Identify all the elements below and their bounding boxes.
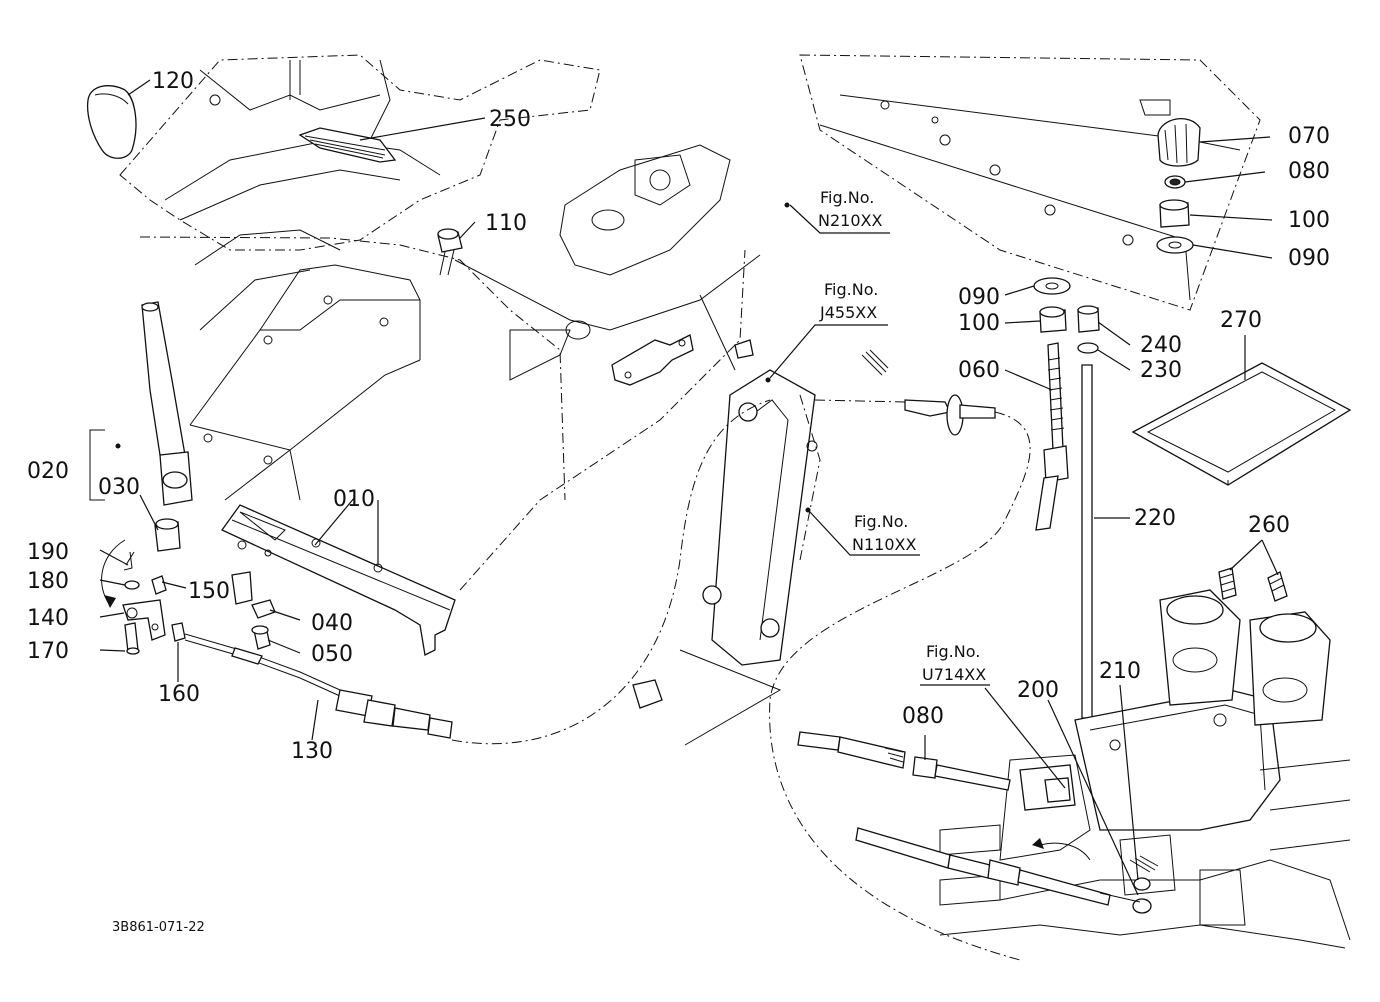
label-170: 170	[27, 639, 69, 664]
spring-260	[1218, 567, 1288, 602]
shift-knob	[86, 85, 137, 159]
svg-text:Fig.No.: Fig.No.	[820, 188, 874, 207]
yoke-140	[122, 599, 166, 641]
center-oval-plate	[559, 144, 731, 276]
bracket-010	[221, 504, 456, 656]
nut-100-right	[1159, 199, 1190, 228]
washer-230	[1077, 342, 1099, 354]
label-070: 070	[1288, 124, 1330, 149]
label-150: 150	[188, 579, 230, 604]
knob-070	[1157, 118, 1201, 167]
clip-150	[151, 575, 167, 595]
label-130: 130	[291, 739, 333, 764]
label-100-right: 100	[1288, 208, 1330, 233]
label-010: 010	[333, 487, 375, 512]
svg-text:U714XX: U714XX	[922, 665, 986, 684]
cable-clamp	[611, 334, 694, 386]
label-120: 120	[152, 69, 194, 94]
svg-text:N110XX: N110XX	[852, 535, 916, 554]
bolt-050	[251, 625, 271, 650]
label-090-right: 090	[1288, 246, 1330, 271]
fig-ref-n110xx: Fig.No. N110XX	[852, 512, 916, 554]
clip-190	[123, 551, 135, 571]
drawing-code: 3B861-071-22	[112, 920, 205, 935]
svg-text:Fig.No.: Fig.No.	[926, 642, 980, 661]
label-050: 050	[311, 642, 353, 667]
pin-170	[124, 622, 140, 655]
svg-text:N210XX: N210XX	[818, 211, 882, 230]
label-230: 230	[1140, 358, 1182, 383]
washer-090-left	[1033, 277, 1071, 295]
label-180: 180	[27, 569, 69, 594]
label-110: 110	[485, 211, 527, 236]
fig-ref-u714xx: Fig.No. U714XX	[920, 642, 990, 686]
fig-ref-n210xx: Fig.No. N210XX	[818, 188, 882, 230]
cable-end-lower	[797, 731, 1159, 914]
leader-lines	[99, 79, 1279, 896]
label-140: 140	[27, 606, 69, 631]
label-100-left: 100	[958, 311, 1000, 336]
nut-160	[171, 622, 186, 642]
cable-end-upper	[769, 394, 1031, 961]
rod-220	[1081, 364, 1093, 719]
label-190: 190	[27, 540, 69, 565]
svg-text:J455XX: J455XX	[819, 303, 877, 322]
nut-240	[1077, 305, 1100, 333]
center-panel-outline	[454, 254, 761, 331]
label-060: 060	[958, 358, 1000, 383]
upper-console-housing	[119, 54, 601, 331]
label-040: 040	[311, 611, 353, 636]
lever-group-bracket	[89, 429, 105, 501]
label-260: 260	[1248, 513, 1290, 538]
label-030: 030	[98, 475, 140, 500]
label-270: 270	[1220, 308, 1262, 333]
valve-block	[939, 589, 1351, 949]
svg-text:Fig.No.: Fig.No.	[824, 280, 878, 299]
guide-plate	[702, 369, 821, 666]
label-200: 200	[1017, 678, 1059, 703]
fig-ref-j455xx: Fig.No. J455XX	[819, 280, 878, 322]
label-240: 240	[1140, 333, 1182, 358]
label-080-lower: 080	[902, 704, 944, 729]
label-210: 210	[1099, 659, 1141, 684]
nut-100-left	[1039, 306, 1067, 333]
center-frame	[139, 236, 566, 501]
bolt-110	[437, 228, 463, 276]
label-160: 160	[158, 682, 200, 707]
pin-040	[231, 571, 276, 619]
washer-180	[124, 580, 140, 590]
svg-text:Fig.No.: Fig.No.	[854, 512, 908, 531]
label-220: 220	[1134, 506, 1176, 531]
cable-130	[184, 399, 771, 745]
stud-060	[1035, 342, 1069, 531]
label-250: 250	[489, 107, 531, 132]
label-020: 020	[27, 459, 69, 484]
label-090-left: 090	[958, 285, 1000, 310]
manual-270	[1131, 362, 1352, 486]
shift-gate-plate	[298, 127, 397, 163]
dashboard-panel	[799, 54, 1261, 311]
lower-frame-outline	[459, 249, 746, 591]
washer-090-right	[1156, 236, 1194, 254]
shift-lever	[141, 301, 193, 552]
label-080-right: 080	[1288, 159, 1330, 184]
